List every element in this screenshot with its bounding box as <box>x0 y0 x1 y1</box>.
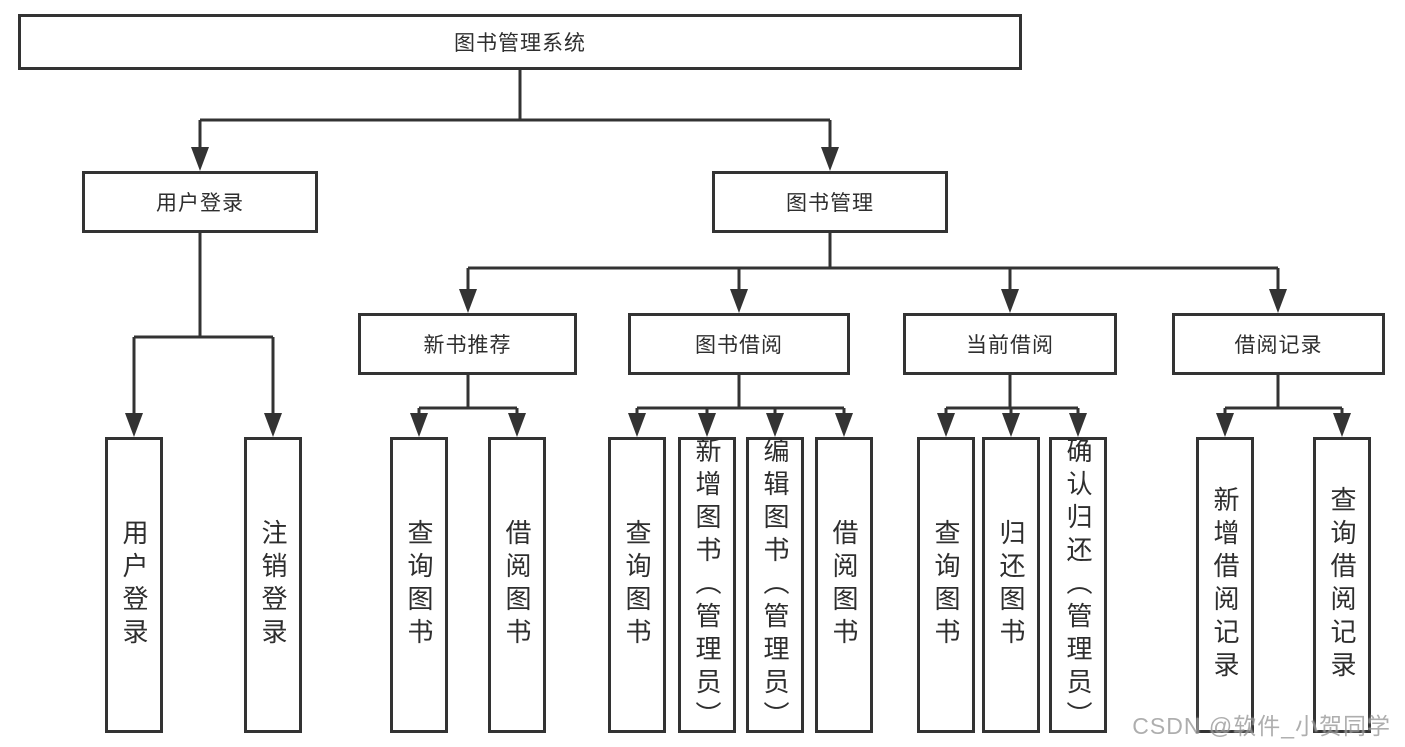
leaf-confirm-return-admin: 确认归还（管理员） <box>1049 436 1107 734</box>
leaf-return-book: 归还图书 <box>982 437 1040 733</box>
node-new-book-recommend: 新书推荐 <box>358 313 577 375</box>
leaf-label: 查询图书 <box>931 519 961 651</box>
arrow-down-icon <box>766 413 784 437</box>
node-book-borrow: 图书借阅 <box>628 313 850 375</box>
node-book-management: 图书管理 <box>712 171 948 233</box>
arrow-down-icon <box>508 413 526 437</box>
leaf-label: 新增借阅记录 <box>1210 486 1240 684</box>
leaf-borrow-book-1: 借阅图书 <box>488 437 546 733</box>
leaf-label: 编辑图书（管理员） <box>760 436 790 734</box>
arrow-down-icon <box>125 413 143 437</box>
leaf-label: 查询借阅记录 <box>1327 486 1357 684</box>
leaf-label: 查询图书 <box>622 519 652 651</box>
arrow-down-icon <box>730 289 748 313</box>
leaf-edit-book-admin: 编辑图书（管理员） <box>746 436 804 734</box>
arrow-down-icon <box>1001 289 1019 313</box>
leaf-query-book-2: 查询图书 <box>608 437 666 733</box>
arrowheads <box>125 147 1351 437</box>
arrow-down-icon <box>698 413 716 437</box>
arrow-down-icon <box>459 289 477 313</box>
arrow-down-icon <box>1002 413 1020 437</box>
leaf-logout: 注销登录 <box>244 437 302 733</box>
arrow-down-icon <box>1216 413 1234 437</box>
leaf-query-book-1: 查询图书 <box>390 437 448 733</box>
leaf-label: 借阅图书 <box>829 519 859 651</box>
arrow-down-icon <box>410 413 428 437</box>
csdn-watermark: CSDN @软件_小贺同学 <box>1132 713 1391 739</box>
leaf-label: 借阅图书 <box>502 519 532 651</box>
leaf-query-borrow-record: 查询借阅记录 <box>1313 437 1371 733</box>
node-root-library-system: 图书管理系统 <box>18 14 1022 70</box>
arrow-down-icon <box>937 413 955 437</box>
arrow-down-icon <box>821 147 839 171</box>
node-borrow-records: 借阅记录 <box>1172 313 1385 375</box>
leaf-label: 用户登录 <box>119 519 149 651</box>
arrow-down-icon <box>1333 413 1351 437</box>
leaf-user-login: 用户登录 <box>105 437 163 733</box>
leaf-label: 归还图书 <box>996 519 1026 651</box>
leaf-borrow-book-2: 借阅图书 <box>815 437 873 733</box>
arrow-down-icon <box>264 413 282 437</box>
leaf-query-book-3: 查询图书 <box>917 437 975 733</box>
arrow-down-icon <box>1069 413 1087 437</box>
leaf-label: 新增图书（管理员） <box>692 436 722 734</box>
connector-paths <box>132 70 1344 416</box>
arrow-down-icon <box>191 147 209 171</box>
leaf-label: 注销登录 <box>258 519 288 651</box>
node-current-borrow: 当前借阅 <box>903 313 1117 375</box>
arrow-down-icon <box>628 413 646 437</box>
leaf-add-borrow-record: 新增借阅记录 <box>1196 437 1254 733</box>
arrow-down-icon <box>1269 289 1287 313</box>
node-user-login: 用户登录 <box>82 171 318 233</box>
leaf-label: 查询图书 <box>404 519 434 651</box>
leaf-label: 确认归还（管理员） <box>1063 436 1093 734</box>
leaf-add-book-admin: 新增图书（管理员） <box>678 436 736 734</box>
arrow-down-icon <box>835 413 853 437</box>
